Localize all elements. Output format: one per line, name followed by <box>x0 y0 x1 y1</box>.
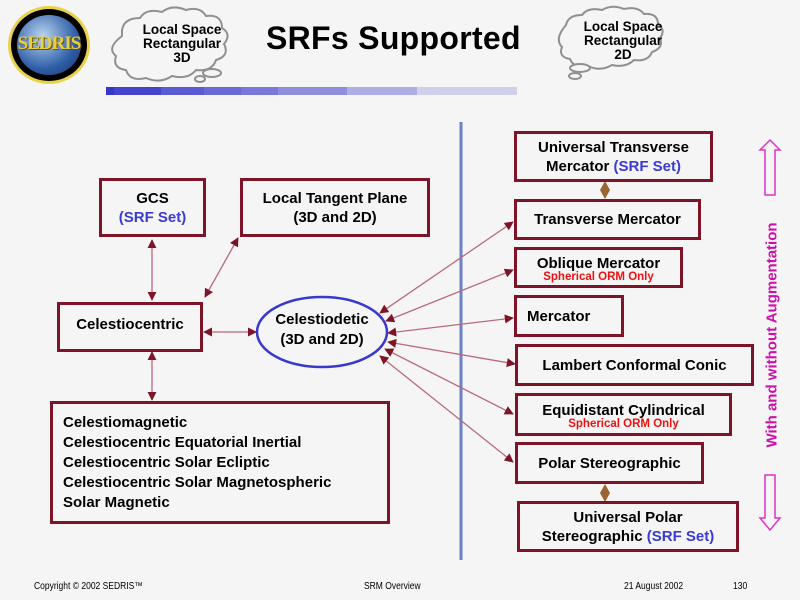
page-title: SRFs Supported <box>266 20 521 56</box>
node-lambert-conformal-conic: Lambert Conformal Conic <box>515 344 754 386</box>
list-item: Celestiomagnetic <box>63 414 188 431</box>
thought-cloud-left <box>111 6 229 83</box>
arrow-celestiodetic-ec <box>384 348 514 415</box>
node-gcs-label: GCS <box>136 189 169 207</box>
cloud-left-text: Local Space Rectangular 3D <box>124 23 240 65</box>
cloud-right-line: Rectangular <box>583 33 663 48</box>
list-item: Celestiocentric Solar Ecliptic <box>63 454 270 471</box>
node-mercator-label: Mercator <box>527 307 591 325</box>
node-oblique-mercator: Oblique Mercator Spherical ORM Only <box>514 247 683 288</box>
cloud-left-line: 3D <box>173 50 191 65</box>
footer-title: SRM Overview <box>364 581 421 592</box>
cloud-left-line: Local Space <box>142 22 222 37</box>
celestiodetic-ellipse <box>255 295 389 369</box>
spherical-orm-note: Spherical ORM Only <box>568 418 679 430</box>
spherical-orm-note: Spherical ORM Only <box>543 271 654 283</box>
srf-set-label: (SRF Set) <box>118 208 187 226</box>
node-utm-label: Universal Transverse <box>538 138 689 156</box>
node-equidistant-cylindrical: Equidistant Cylindrical Spherical ORM On… <box>515 393 732 436</box>
node-local-tangent-plane: Local Tangent Plane (3D and 2D) <box>240 178 430 237</box>
node-ups: Universal Polar Stereographic (SRF Set) <box>517 501 739 552</box>
srf-set-label: (SRF Set) <box>613 157 682 175</box>
node-polar-stereographic: Polar Stereographic <box>515 442 704 484</box>
logo-text: SEDRIS <box>17 33 82 54</box>
cloud-right-line: 2D <box>614 47 632 62</box>
node-celestiodetic-label: Celestiodetic <box>275 311 369 328</box>
footer-date: 21 August 2002 <box>624 581 684 592</box>
thought-cloud-right <box>557 5 664 80</box>
arrow-celestiodetic-ps <box>379 355 514 463</box>
node-ps-label: Polar Stereographic <box>538 454 681 472</box>
cloud-right-text: Local Space Rectangular 2D <box>567 20 679 62</box>
node-ups-label2: Stereographic <box>541 527 647 545</box>
cloud-left-line: Rectangular <box>142 36 222 51</box>
footer-copyright: Copyright © 2002 SEDRIS™ <box>34 581 143 592</box>
srf-set-label: (SRF Set) <box>646 527 715 545</box>
node-ups-label: Universal Polar <box>573 508 683 526</box>
node-celestiodetic-sublabel: (3D and 2D) <box>280 331 364 348</box>
footer-page-number: 130 <box>733 581 748 592</box>
arrow-ltp-celestiocentric <box>204 237 239 298</box>
arrow-celestiodetic-mercator <box>387 314 514 337</box>
node-celestiodetic: Celestiodetic (3D and 2D) <box>257 310 387 350</box>
title-gradient-bar <box>106 87 517 95</box>
node-utm-label2: Mercator <box>545 157 614 175</box>
cloud-right-line: Local Space <box>583 19 663 34</box>
augmentation-label: With and without Augmentation <box>763 222 781 448</box>
arrow-celestiodetic-om <box>385 268 514 323</box>
node-om-label: Oblique Mercator <box>536 255 661 272</box>
node-ec-label: Equidistant Cylindrical <box>542 402 705 419</box>
node-celestiocentric-label: Celestiocentric <box>76 316 184 333</box>
connectors <box>147 221 516 463</box>
node-gcs: GCS (SRF Set) <box>99 178 206 237</box>
node-inertial-list: Celestiomagnetic Celestiocentric Equator… <box>50 401 390 524</box>
diamond-connector-ps-ups <box>600 484 610 502</box>
node-ltp-sublabel: (3D and 2D) <box>293 208 377 226</box>
node-mercator: Mercator <box>514 295 624 337</box>
up-arrow-icon <box>758 138 782 196</box>
sedris-logo: SEDRIS <box>8 6 90 84</box>
list-item: Solar Magnetic <box>63 494 170 511</box>
diamond-connector-utm-tm <box>600 181 610 199</box>
node-lcc-label: Lambert Conformal Conic <box>542 356 727 374</box>
node-transverse-mercator: Transverse Mercator <box>514 199 701 240</box>
list-item: Celestiocentric Equatorial Inertial <box>63 434 302 451</box>
down-arrow-icon <box>758 474 782 532</box>
node-tm-label: Transverse Mercator <box>534 211 681 228</box>
node-ltp-label: Local Tangent Plane <box>262 189 408 207</box>
list-item: Celestiocentric Solar Magnetospheric <box>63 474 332 491</box>
node-utm: Universal Transverse Mercator (SRF Set) <box>514 131 713 182</box>
node-celestiocentric: Celestiocentric <box>57 302 203 352</box>
